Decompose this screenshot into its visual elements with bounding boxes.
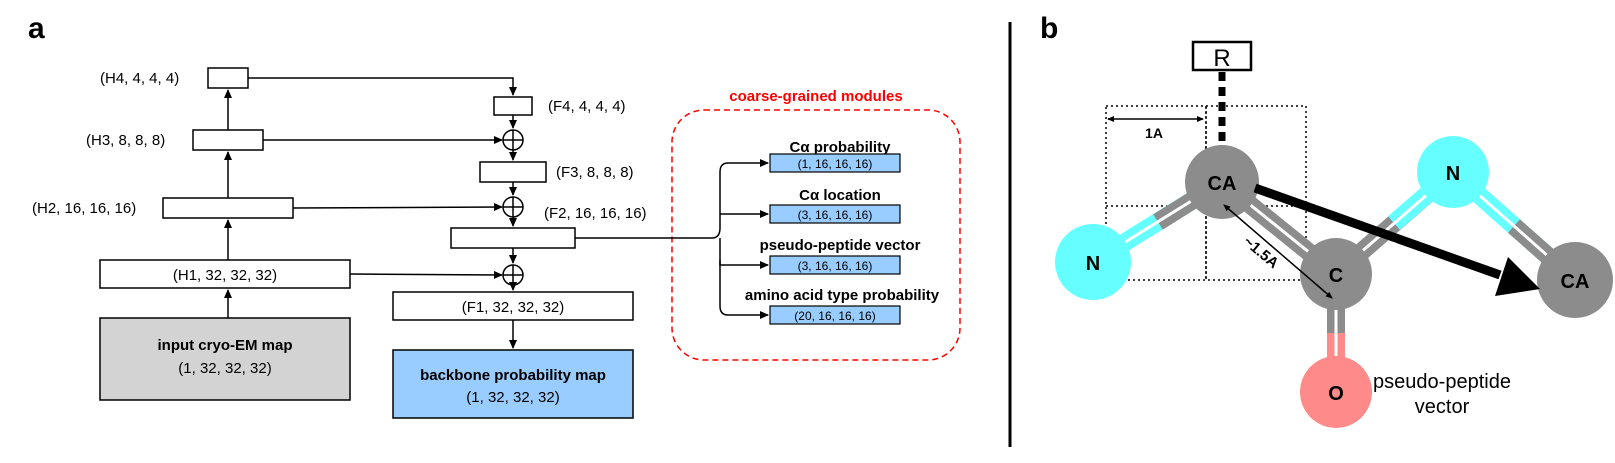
r-group-label: R	[1213, 45, 1230, 72]
f4-label: (F4, 4, 4, 4)	[548, 98, 626, 115]
branch-to-aa	[719, 260, 769, 319]
module-ca-loc-shape: (3, 16, 16, 16)	[798, 208, 873, 222]
ca-c-distance-arrow	[1223, 204, 1333, 299]
ca-c-distance-label: ~1.5A	[1240, 233, 1282, 272]
h4-box	[207, 67, 249, 89]
h1-box	[99, 259, 351, 289]
f3-box	[479, 161, 547, 183]
sum-node-3	[502, 129, 524, 151]
skip-h1-to-sum1	[349, 270, 503, 279]
f2-label: (F2, 16, 16, 16)	[544, 205, 647, 222]
h4-label: (H4, 4, 4, 4)	[100, 70, 179, 87]
one-angstrom-label: 1A	[1145, 125, 1163, 141]
atom-n-right-label: N	[1446, 163, 1460, 185]
module-aa-box	[769, 305, 901, 325]
module-ca-prob-name: Cα probability	[790, 139, 892, 156]
backbone-map-shape: (1, 32, 32, 32)	[466, 389, 559, 406]
input-map-box	[99, 317, 351, 401]
skip-h4-to-f4	[248, 77, 517, 96]
vector-label-line1: pseudo-peptide	[1373, 371, 1511, 393]
module-ppv-name: pseudo-peptide vector	[760, 237, 921, 254]
atom-ca-right	[1537, 242, 1613, 318]
f2-box	[450, 227, 576, 249]
atom-o-label: O	[1328, 383, 1344, 405]
atom-ca-right-label: CA	[1561, 271, 1590, 293]
module-ca-prob-shape: (1, 16, 16, 16)	[798, 157, 873, 171]
module-ppv-shape: (3, 16, 16, 16)	[798, 259, 873, 273]
h3-label: (H3, 8, 8, 8)	[86, 132, 165, 149]
atom-n-left-label: N	[1086, 253, 1100, 275]
panel-b-label: b	[1040, 12, 1058, 45]
h2-label: (H2, 16, 16, 16)	[32, 200, 136, 217]
skip-h2-to-sum2	[292, 203, 503, 212]
module-ppv-box	[769, 255, 901, 275]
atom-ca-main	[1185, 145, 1259, 219]
f1-label: (F1, 32, 32, 32)	[462, 299, 565, 316]
module-aa-name: amino acid type probability	[745, 287, 940, 304]
h2-box	[162, 197, 294, 219]
modules-title: coarse-grained modules	[729, 88, 902, 105]
module-aa-shape: (20, 16, 16, 16)	[794, 309, 875, 323]
sum-node-1	[502, 264, 524, 286]
h1-label: (H1, 32, 32, 32)	[173, 267, 277, 284]
atom-o	[1300, 356, 1372, 428]
module-ca-loc-box	[769, 204, 901, 224]
module-ca-loc-name: Cα location	[799, 187, 881, 204]
atom-c-label: C	[1329, 265, 1343, 287]
atom-ca-main-label: CA	[1208, 173, 1237, 195]
modules-dashed-frame	[671, 109, 961, 361]
backbone-map-box	[392, 349, 634, 419]
r-group-box	[1191, 40, 1253, 72]
f3-label: (F3, 8, 8, 8)	[556, 164, 634, 181]
vector-label-line2: vector	[1415, 396, 1470, 418]
h3-box	[192, 129, 264, 151]
module-ca-prob-box	[769, 153, 901, 173]
f4-box	[493, 96, 533, 116]
sum-node-2	[502, 196, 524, 218]
atom-n-left	[1055, 224, 1131, 300]
input-map-shape: (1, 32, 32, 32)	[178, 360, 271, 377]
pseudo-peptide-vector-shaft	[1253, 183, 1502, 280]
branch-to-ca-prob	[575, 159, 769, 239]
pseudo-peptide-vector-head	[1495, 257, 1540, 296]
input-map-title: input cryo-EM map	[157, 337, 292, 354]
backbone-map-title: backbone probability map	[420, 367, 606, 384]
panel-a-label: a	[28, 12, 45, 45]
atom-n-right	[1417, 136, 1489, 208]
